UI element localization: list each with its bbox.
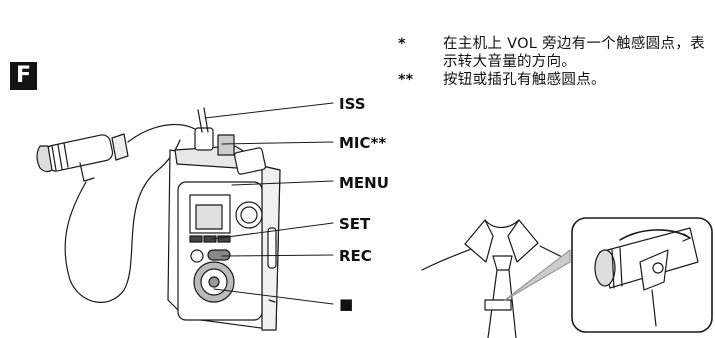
- zoom-box: [571, 217, 713, 333]
- recorder-body: [167, 107, 281, 331]
- label-set: SET: [339, 215, 371, 233]
- footnote-text: 在主机上 VOL 旁边有一个触感圆点，表示转大音量的方向。: [443, 36, 705, 70]
- leader-lines: [204, 102, 334, 305]
- label-menu: MENU: [339, 174, 389, 192]
- label-stop: ■: [339, 295, 354, 313]
- label-iss: ISS: [339, 95, 366, 113]
- section-letter-badge: F: [10, 62, 37, 90]
- footnote-text: 按钮或插孔有触感圆点。: [443, 72, 606, 88]
- collar-illustration: [421, 219, 571, 338]
- footnote-item: * 在主机上 VOL 旁边有一个触感圆点，表示转大音量的方向。: [398, 35, 708, 71]
- mic-cable: [64, 123, 201, 303]
- label-rec: REC: [339, 247, 372, 265]
- label-mic: MIC**: [339, 134, 387, 152]
- footnote-mark: **: [398, 72, 414, 88]
- clip-microphone: [36, 133, 129, 182]
- footnotes: * 在主机上 VOL 旁边有一个触感圆点，表示转大音量的方向。 ** 按钮或插孔…: [398, 35, 708, 89]
- footnote-item: ** 按钮或插孔有触感圆点。: [398, 71, 708, 89]
- footnote-mark: *: [398, 36, 406, 52]
